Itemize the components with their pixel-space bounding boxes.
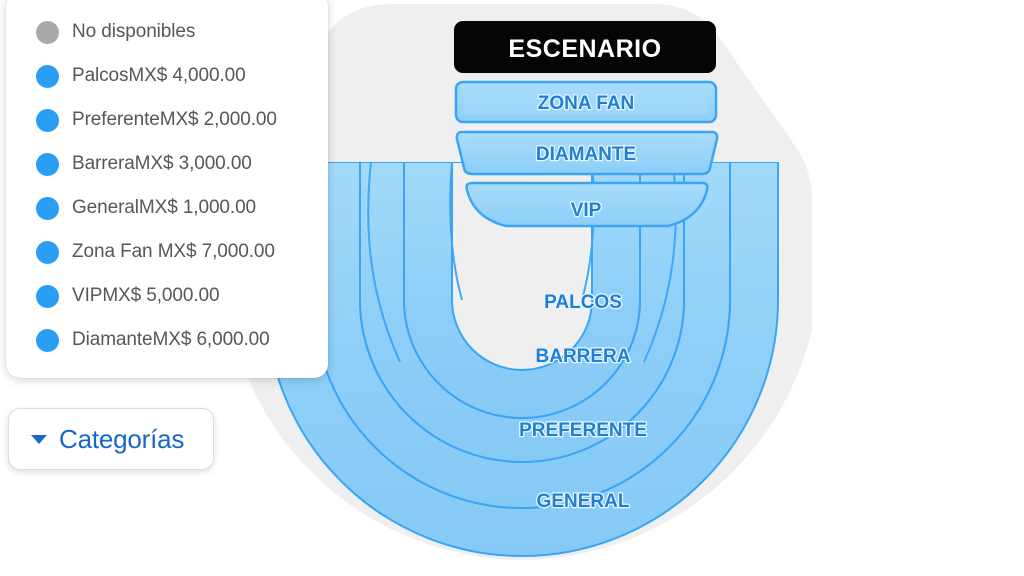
section-label-zona-fan: ZONA FAN: [538, 93, 634, 114]
stage-label: ESCENARIO: [508, 35, 661, 63]
section-zona-fan[interactable]: ZONA FAN: [454, 80, 718, 124]
legend-item[interactable]: BarreraMX$ 3,000.00: [20, 142, 314, 186]
legend-dot-blue: [36, 240, 59, 264]
section-diamante[interactable]: DIAMANTE: [455, 130, 719, 176]
legend-item[interactable]: Zona Fan MX$ 7,000.00: [20, 230, 314, 274]
section-label-general: GENERAL: [537, 491, 630, 512]
legend-item-label: GeneralMX$ 1,000.00: [72, 197, 256, 218]
caret-down-icon: [31, 434, 47, 444]
stage-block: ESCENARIO: [454, 21, 716, 73]
section-label-palcos: PALCOS: [544, 292, 622, 313]
legend-item[interactable]: VIPMX$ 5,000.00: [20, 274, 314, 318]
categories-button[interactable]: Categorías: [8, 408, 214, 470]
legend-item-label: DiamanteMX$ 6,000.00: [72, 329, 270, 350]
legend-dot-blue: [36, 284, 59, 308]
legend-item-label: BarreraMX$ 3,000.00: [72, 153, 252, 174]
legend-item-label: VIPMX$ 5,000.00: [72, 285, 220, 306]
section-vip[interactable]: VIP: [465, 181, 709, 228]
legend-dot-blue: [36, 152, 59, 176]
legend-item[interactable]: GeneralMX$ 1,000.00: [20, 186, 314, 230]
legend-dot-blue: [36, 328, 59, 352]
section-label-barrera: BARRERA: [536, 346, 631, 367]
section-label-vip: VIP: [571, 200, 602, 221]
legend-item-label: PreferenteMX$ 2,000.00: [72, 109, 277, 130]
legend-item-label: Zona Fan MX$ 7,000.00: [72, 241, 275, 262]
legend-item[interactable]: PreferenteMX$ 2,000.00: [20, 98, 314, 142]
section-label-diamante: DIAMANTE: [536, 144, 636, 165]
legend-item[interactable]: DiamanteMX$ 6,000.00: [20, 318, 314, 362]
legend-dot-blue: [36, 108, 59, 132]
legend-dot-blue: [36, 64, 59, 88]
section-palcos[interactable]: [403, 162, 641, 419]
legend-item-label: No disponibles: [72, 21, 196, 42]
legend-item[interactable]: No disponibles: [20, 10, 314, 54]
legend-panel: No disponibles PalcosMX$ 4,000.00 Prefer…: [6, 0, 328, 378]
categories-button-label: Categorías: [59, 423, 185, 454]
legend-item-label: PalcosMX$ 4,000.00: [72, 65, 246, 86]
section-label-preferente: PREFERENTE: [519, 420, 647, 441]
legend-item[interactable]: PalcosMX$ 4,000.00: [20, 54, 314, 98]
legend-dot-gray: [36, 20, 59, 44]
legend-dot-blue: [36, 196, 59, 220]
